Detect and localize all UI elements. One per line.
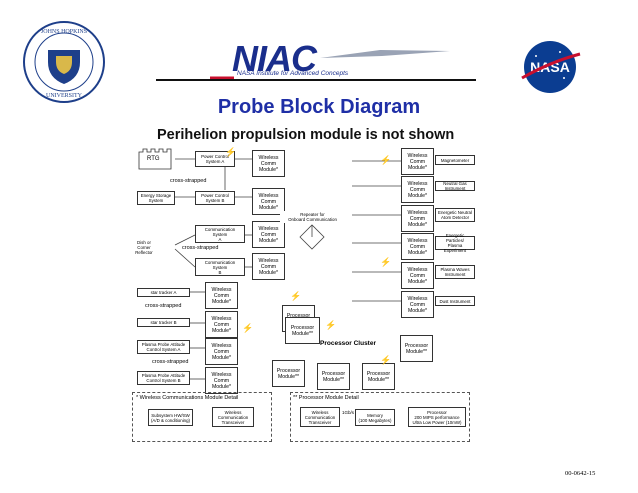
slide-number: 00-0642-15 — [565, 470, 596, 477]
plasma-waves-instrument: Plasma Waves Instrument — [435, 265, 475, 279]
lightning-icon: ⚡ — [380, 355, 392, 365]
memory: Memory (100 Megabytes) — [355, 409, 395, 426]
plasma-probe-b: Plasma Probe Attitude Control System B — [137, 371, 190, 385]
lightning-icon: ⚡ — [380, 155, 392, 165]
cross-strapped-label-2: cross-strapped — [182, 245, 219, 251]
power-control-b: Power Control System B — [195, 191, 235, 205]
cross-strapped-label-4: cross-strapped — [152, 359, 189, 365]
wireless-detail-title: * Wireless Communications Module Detail — [136, 395, 239, 401]
wireless-comm-module-11: Wireless Comm Module* — [401, 205, 434, 232]
energy-storage: Energy Storage System — [137, 191, 175, 205]
magnetometer: Magnetometer — [435, 155, 475, 165]
wireless-comm-module-5: Wireless Comm Module* — [205, 282, 238, 309]
page-subtitle: Perihelion propulsion module is not show… — [157, 127, 455, 143]
dust-instrument: Dust Instrument — [435, 296, 475, 306]
wireless-comm-transceiver-2: Wireless Communication Transceiver — [300, 407, 340, 427]
processor-module-6: Processor Module** — [362, 363, 395, 390]
lightning-icon: ⚡ — [325, 320, 337, 330]
wireless-comm-module-14: Wireless Comm Module* — [401, 291, 434, 318]
wireless-detail-panel — [132, 392, 272, 442]
jhu-seal-logo: JOHNS HOPKINS UNIVERSITY — [23, 21, 105, 103]
wireless-comm-module-12: Wireless Comm Module* — [401, 233, 434, 260]
processor-cluster-label: Processor Cluster — [320, 340, 376, 347]
wireless-comm-module-13: Wireless Comm Module* — [401, 262, 434, 289]
processor-module-3: Processor Module** — [400, 335, 433, 362]
lightning-icon: ⚡ — [290, 291, 302, 301]
wireless-comm-module-4: Wireless Comm Module* — [252, 253, 285, 280]
lightning-icon: ⚡ — [242, 323, 254, 333]
comm-system-b: Communication System B — [195, 258, 245, 276]
repeater-label: Repeater for Onboard Communication — [280, 211, 345, 223]
subsystem-hw-sw: Subsystem HW/SW (A/D & conditioning) — [148, 409, 193, 426]
wireless-comm-module-2: Wireless Comm Module* — [252, 188, 285, 215]
comm-system-a: Communication System A — [195, 225, 245, 243]
wireless-comm-transceiver: Wireless Communication Transceiver — [212, 407, 254, 427]
processor-detail-panel — [290, 392, 470, 442]
processor-module-2: Processor Module** — [285, 317, 320, 344]
lightning-icon: ⚡ — [225, 147, 237, 157]
processor-detail: Processor 200 MIPS performance Ultra Low… — [408, 407, 466, 427]
wireless-comm-module-7: Wireless Comm Module* — [205, 338, 238, 365]
plasma-probe-a: Plasma Probe Attitude Control System A — [137, 340, 190, 354]
svg-text:NIAC: NIAC — [232, 38, 318, 79]
star-tracker-a: star tracker A — [137, 288, 190, 297]
header-rule — [156, 79, 476, 81]
energetic-neutral-atom-detector: Energetic Neutral Atom Detector — [435, 208, 475, 222]
page-title: Probe Block Diagram — [217, 96, 421, 118]
wireless-comm-module-6: Wireless Comm Module* — [205, 311, 238, 338]
processor-module-5: Processor Module** — [317, 363, 350, 390]
cross-strapped-label-1: cross-strapped — [170, 178, 207, 184]
processor-module-4: Processor Module** — [272, 360, 305, 387]
dish-reflector: Dish or Corner Reflector — [132, 237, 156, 257]
wireless-comm-module-8: Wireless Comm Module* — [205, 367, 238, 394]
cross-strapped-label-3: cross-strapped — [145, 303, 182, 309]
svg-text:UNIVERSITY: UNIVERSITY — [46, 93, 83, 99]
wireless-comm-module-10: Wireless Comm Module* — [401, 176, 434, 203]
power-control-a: Power Control System A — [195, 151, 235, 167]
bus-label: 1Gb/s — [342, 410, 355, 415]
svg-text:NASA: NASA — [530, 59, 570, 75]
neutral-gas-instrument: Neutral Gas Instrument — [435, 181, 475, 191]
energetic-particles-experiment: Energetic Particles/ Plasma Experiment — [435, 233, 475, 253]
rtg-label: RTG — [147, 156, 160, 162]
niac-logo: NIAC — [210, 38, 450, 80]
wireless-comm-module-1: Wireless Comm Module* — [252, 150, 285, 177]
star-tracker-b: star tracker B — [137, 318, 190, 327]
svg-text:JOHNS HOPKINS: JOHNS HOPKINS — [41, 29, 87, 35]
block-diagram: RTG Power Control System A Wireless Comm… — [130, 145, 475, 445]
wireless-comm-module-9: Wireless Comm Module* — [401, 148, 434, 175]
wireless-comm-module-3: Wireless Comm Module* — [252, 221, 285, 248]
rtg-block — [138, 148, 172, 170]
lightning-icon: ⚡ — [380, 257, 392, 267]
niac-tagline: NASA Institute for Advanced Concepts — [237, 70, 349, 77]
nasa-logo: NASA — [521, 41, 581, 93]
processor-detail-title: ** Processor Module Detail — [293, 395, 359, 401]
